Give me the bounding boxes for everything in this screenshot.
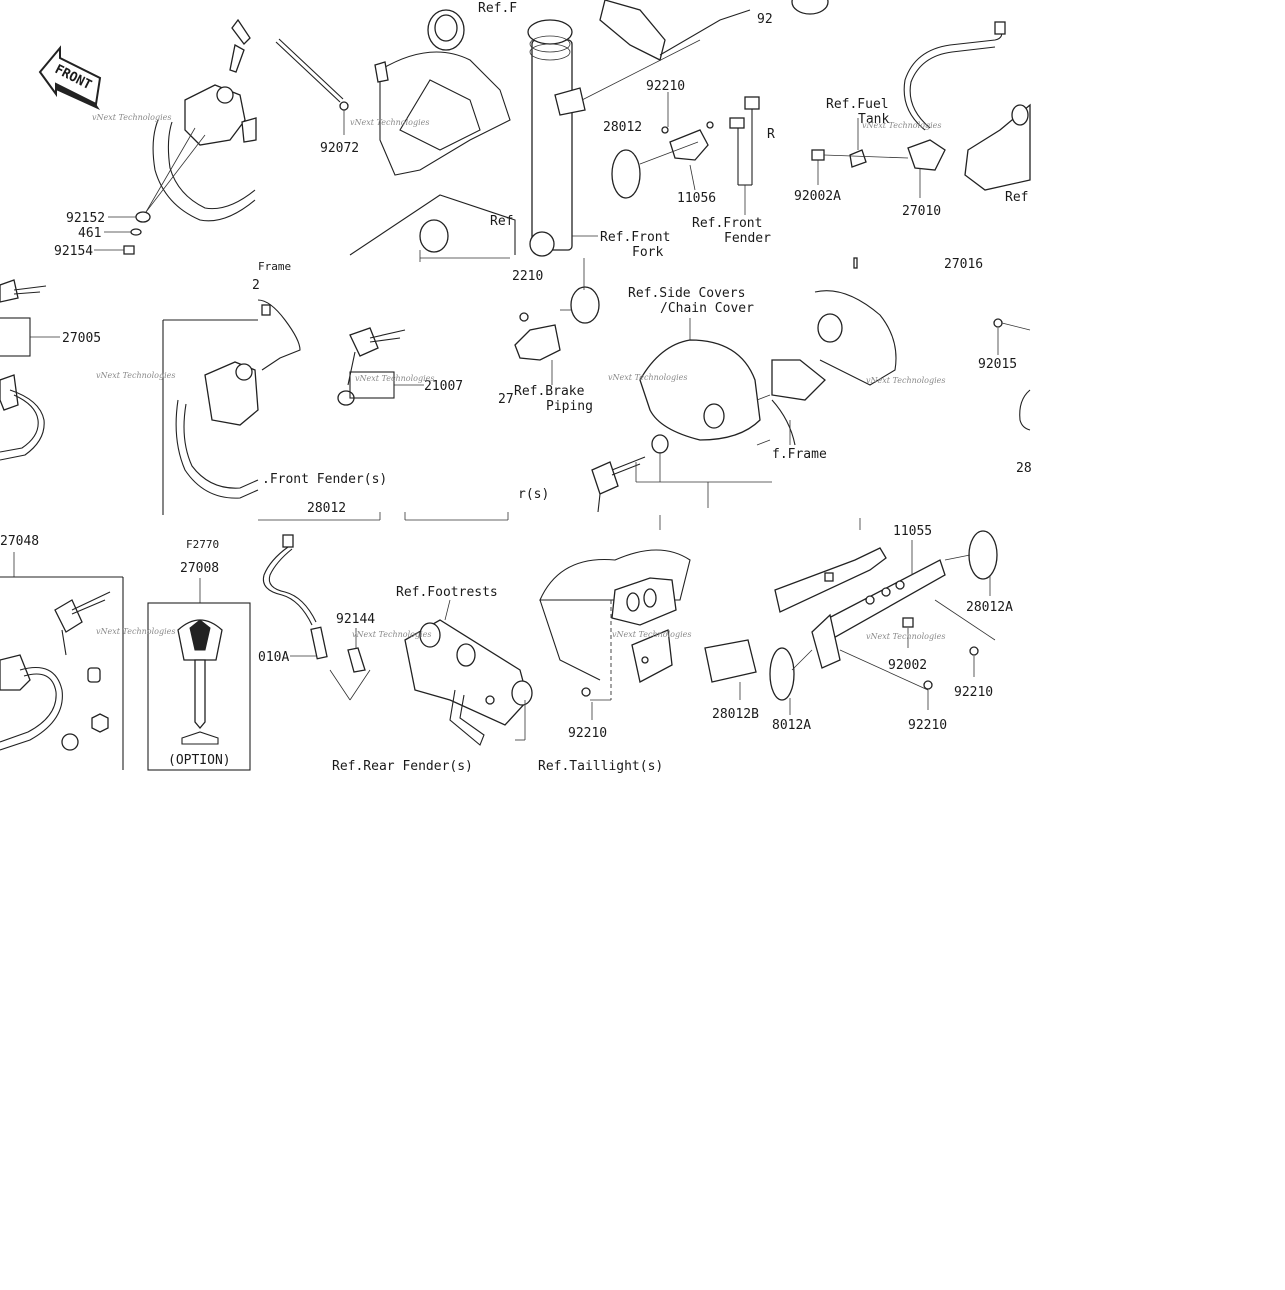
label-front-fender-s: .Front Fender(s) <box>262 472 387 487</box>
panel-frame-cable: 92072 Ref.F Ref <box>275 1 517 262</box>
label-r-s-cut: r(s) <box>518 487 549 502</box>
label-11056: 11056 <box>677 191 716 206</box>
label-2210-cut: 2210 <box>512 269 543 284</box>
label-27048: 27048 <box>0 534 39 549</box>
label-ref-f-top: Ref.F <box>478 1 517 16</box>
label-ref-footrests: Ref.Footrests <box>396 585 498 600</box>
watermark-2: vNext Technologies <box>350 118 429 127</box>
label-92210-bottom: 92210 <box>908 718 947 733</box>
label-27008: 27008 <box>180 561 219 576</box>
watermark-3: vNext Technologies <box>862 121 941 130</box>
watermark-4: vNext Technologies <box>96 371 175 380</box>
label-ref-mid: Ref <box>490 214 513 229</box>
label-ref-brake-2: Piping <box>546 399 593 414</box>
panel-fuel-tank: Ref.Fuel Tank 92002A 27010 Ref <box>791 0 1031 219</box>
panel-key-option: 27048 F2770 27008 (OPTION) <box>0 534 251 771</box>
label-92072: 92072 <box>320 141 359 156</box>
label-461: 461 <box>78 226 101 241</box>
panel-taillight: 92210 28012B Ref.Taillight(s) <box>538 515 759 774</box>
label-28012b: 28012B <box>712 707 759 722</box>
watermark-9: vNext Technologies <box>352 630 431 639</box>
label-92144: 92144 <box>336 612 375 627</box>
label-28-cut: 28 <box>1016 461 1032 476</box>
label-ref-fuel-1: Ref.Fuel <box>826 97 889 112</box>
panel-footrests: 010A 92144 Ref.Footrests Ref.Rear Fender… <box>258 534 533 774</box>
panel-ignition-switch: FRONT 92152 461 92154 <box>38 18 257 259</box>
label-92002: 92002 <box>888 658 927 673</box>
panel-plate-bracket: 11055 28012A 92002 92210 92210 8012A <box>769 518 1013 733</box>
panel-ignition-lock: 21007 Frame 2 .Front Fender(s) 28012 <box>162 260 509 521</box>
label-ref-front-fender-1: Ref.Front <box>692 216 762 231</box>
label-ref-rear-fender: Ref.Rear Fender(s) <box>332 759 473 774</box>
label-11055: 11055 <box>893 524 932 539</box>
label-92210-tail: 92210 <box>568 726 607 741</box>
label-27-cut: 27 <box>498 392 514 407</box>
label-92210-fork: 92210 <box>646 79 685 94</box>
label-27016: 27016 <box>944 257 983 272</box>
label-92-top: 92 <box>757 12 773 27</box>
label-27010: 27010 <box>902 204 941 219</box>
label-ref-right: Ref <box>1005 190 1028 205</box>
label-28012a-right: 28012A <box>966 600 1013 615</box>
label-f2770: F2770 <box>186 538 219 551</box>
label-92002a: 92002A <box>794 189 841 204</box>
label-92015: 92015 <box>978 357 1017 372</box>
watermark-6: vNext Technologies <box>608 373 687 382</box>
label-ref-side-2: /Chain Cover <box>660 301 754 316</box>
label-frame-right: f.Frame <box>772 447 827 462</box>
panel-frame-right: 27016 f.Frame 92015 28 <box>771 257 1032 476</box>
watermark-10: vNext Technologies <box>612 630 691 639</box>
label-ref-brake-1: Ref.Brake <box>514 384 585 399</box>
watermark-5: vNext Technologies <box>355 374 434 383</box>
label-ref-front-fork-1: Ref.Front <box>600 230 670 245</box>
panel-key-set: 27005 <box>0 279 101 461</box>
label-frame-cut: Frame <box>258 260 291 273</box>
label-28012-fork: 28012 <box>603 120 642 135</box>
label-28012-p6: 28012 <box>307 501 346 516</box>
label-ref-front-fender-2: Fender <box>724 231 771 246</box>
watermark-11: vNext Technologies <box>866 632 945 641</box>
label-92154: 92154 <box>54 244 93 259</box>
label-cut-2: 2 <box>252 278 260 293</box>
label-21007: 21007 <box>424 379 463 394</box>
label-92152: 92152 <box>66 211 105 226</box>
label-ref-front-fork-2: Fork <box>632 245 663 260</box>
watermark-7: vNext Technologies <box>866 376 945 385</box>
panel-brake-side-covers: 2210 Ref.Brake Piping 27 r(s) Ref.Side C… <box>498 258 772 513</box>
watermarks: vNext Technologies vNext Technologies vN… <box>92 113 945 641</box>
watermark-8: vNext Technologies <box>96 627 175 636</box>
watermark-1: vNext Technologies <box>92 113 171 122</box>
label-option: (OPTION) <box>168 753 231 768</box>
front-arrow: FRONT <box>38 45 102 110</box>
label-ref-side-1: Ref.Side Covers <box>628 286 745 301</box>
label-010a: 010A <box>258 650 289 665</box>
label-ref-taillight: Ref.Taillight(s) <box>538 759 663 774</box>
label-27005: 27005 <box>62 331 101 346</box>
panel-front-fork: 92210 28012 11056 Ref.Front Fender Ref.F… <box>527 0 775 260</box>
label-r-cut: R <box>767 127 775 142</box>
label-92210-right: 92210 <box>954 685 993 700</box>
label-8012a: 8012A <box>772 718 811 733</box>
label-ref-fuel-2: Tank <box>858 112 889 127</box>
